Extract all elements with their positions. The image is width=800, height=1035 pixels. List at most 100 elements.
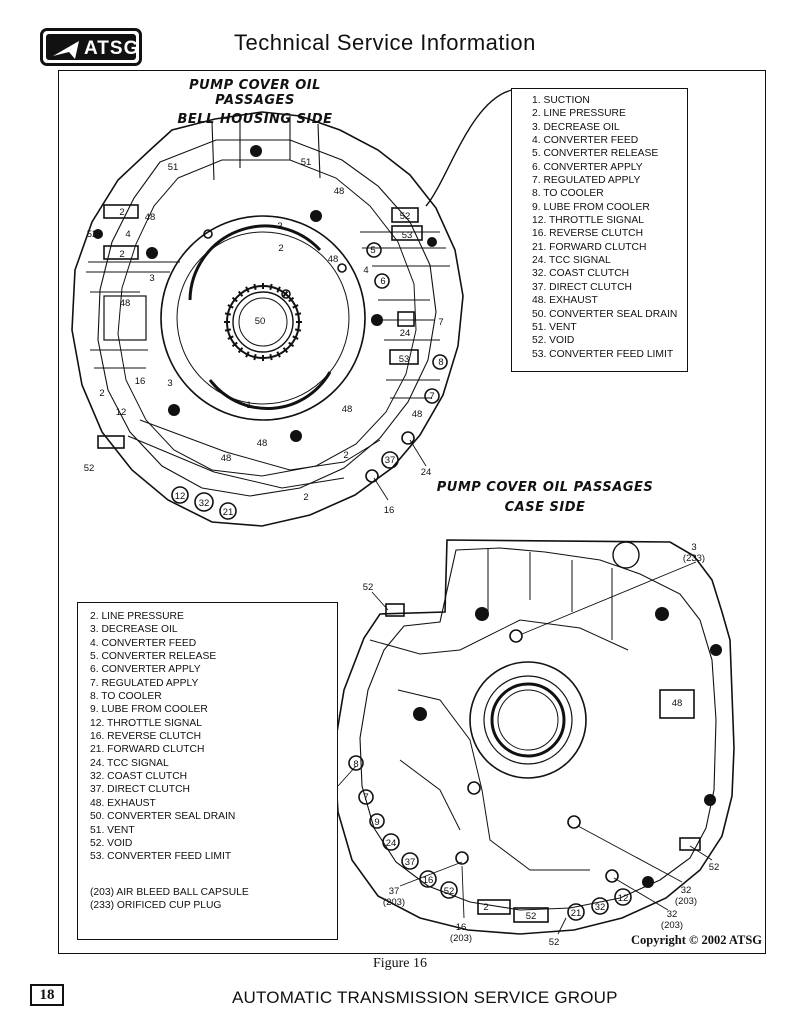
legend-item: 51. VENT	[90, 824, 135, 836]
legend-item: 24. TCC SIGNAL	[532, 255, 611, 267]
legend-item: 53. CONVERTER FEED LIMIT	[532, 348, 674, 360]
callout-label: 1	[246, 400, 251, 411]
legend-item: (203) AIR BLEED BALL CAPSULE	[90, 886, 249, 898]
legend-item: 4. CONVERTER FEED	[532, 135, 639, 147]
legend-item: 1. SUCTION	[532, 95, 590, 106]
callout-label: 52	[549, 937, 560, 948]
copyright: Copyright © 2002 ATSG	[631, 933, 762, 947]
callout-label: 3	[149, 273, 154, 284]
callout-label: 21	[223, 507, 234, 518]
callout-label: 12	[618, 893, 629, 904]
legend-item: 8. TO COOLER	[532, 188, 604, 200]
callout-label: 2	[119, 207, 124, 218]
callout-label: 48	[412, 409, 423, 420]
legend-item: 9. LUBE FROM COOLER	[90, 704, 208, 716]
legend-item: 6. CONVERTER APPLY	[532, 161, 643, 173]
callout-label: (203)	[661, 920, 683, 931]
legend-item: 2. LINE PRESSURE	[532, 108, 626, 120]
callout-label: 24	[400, 328, 411, 339]
callout-label: 16	[423, 875, 434, 886]
callout-label: 7	[429, 391, 434, 402]
legend-item: 6. CONVERTER APPLY	[90, 664, 201, 676]
top-view-heading: PUMP COVER OIL PASSAGES BELL HOUSING SID…	[150, 78, 360, 127]
callout-label: 8	[353, 759, 358, 770]
callout-label: 2	[343, 450, 348, 461]
legend-item: 2. LINE PRESSURE	[90, 611, 184, 622]
legend-item: 21. FORWARD CLUTCH	[90, 744, 205, 756]
bottom-view-heading: PUMP COVER OIL PASSAGES CASE SIDE	[436, 480, 654, 515]
callout-label: 5	[370, 245, 375, 256]
legend-item: 16. REVERSE CLUTCH	[532, 228, 644, 240]
legend-item: 3. DECREASE OIL	[90, 624, 178, 636]
bottom-view-labels: 3(233)5248852792437521637(203)5232(203)1…	[324, 542, 720, 948]
callout-label: 52	[400, 211, 411, 222]
legend-item: 32. COAST CLUTCH	[532, 268, 630, 280]
callout-label: 53	[402, 230, 413, 241]
figure-caption: Figure 16	[372, 956, 428, 971]
callout-label: 2	[119, 249, 124, 260]
callout-label: 7	[438, 317, 443, 328]
callout-label: 12	[175, 491, 186, 502]
callout-label: (203)	[675, 896, 697, 907]
callout-label: 32	[595, 902, 606, 913]
legend-item: 37. DIRECT CLUTCH	[90, 784, 190, 796]
callout-label: 2	[303, 492, 308, 503]
callout-label: 16	[456, 922, 467, 933]
callout-label: (203)	[450, 933, 472, 944]
legend-item: 48. EXHAUST	[90, 797, 156, 809]
callout-label: 53	[399, 354, 410, 365]
callout-label: 3	[691, 542, 696, 553]
callout-label: 48	[334, 186, 345, 197]
callout-label: (233)	[683, 553, 705, 564]
callout-label: 32	[199, 498, 210, 509]
top-heading-line2: BELL HOUSING SIDE	[177, 112, 333, 127]
callout-label: 21	[571, 908, 582, 919]
callout-label: 50	[255, 316, 266, 327]
callout-label: 37	[405, 857, 416, 868]
callout-label: 48	[328, 254, 339, 265]
legend-item: 16. REVERSE CLUTCH	[90, 731, 202, 743]
arrow-logo-icon	[53, 41, 79, 59]
legend-item: 8. TO COOLER	[90, 691, 162, 703]
legend-item: 50. CONVERTER SEAL DRAIN	[532, 308, 678, 320]
legend-item: 32. COAST CLUTCH	[90, 771, 188, 783]
bell-housing-outline	[71, 111, 464, 527]
callout-label: 7	[363, 792, 368, 803]
case-side-outline	[333, 539, 735, 935]
callout-label: 3	[167, 378, 172, 389]
callout-label: 48	[672, 698, 683, 709]
legend-item: 7. REGULATED APPLY	[532, 175, 641, 187]
figure-frame	[58, 70, 766, 954]
legend-item: 50. CONVERTER SEAL DRAIN	[90, 811, 236, 823]
callout-label: 52	[526, 911, 537, 922]
callout-label: 2	[483, 902, 488, 913]
legend-item: 24. TCC SIGNAL	[90, 757, 169, 769]
callout-label: 12	[116, 407, 127, 418]
callout-label: 48	[120, 298, 131, 309]
page-number: 18	[30, 984, 64, 1006]
callout-label: 9	[374, 817, 379, 828]
legend-item: 48. EXHAUST	[532, 295, 598, 307]
legend-item: 7. REGULATED APPLY	[90, 677, 199, 689]
callout-label: (203)	[383, 897, 405, 908]
legend-item: 52. VOID	[532, 335, 575, 347]
atsg-logo: ATSG	[40, 28, 142, 66]
legend-item: 5. CONVERTER RELEASE	[532, 148, 659, 160]
callout-label: 52	[709, 862, 720, 873]
legend-item: 53. CONVERTER FEED LIMIT	[90, 851, 232, 863]
callout-label: 4	[125, 229, 130, 240]
callout-label: 2	[278, 243, 283, 254]
bottom-heading-line2: CASE SIDE	[504, 500, 586, 515]
legend-item: 51. VENT	[532, 321, 577, 333]
legend-item: (233) ORIFICED CUP PLUG	[90, 899, 222, 911]
legend-item: 21. FORWARD CLUTCH	[532, 241, 647, 253]
legend-item: 3. DECREASE OIL	[532, 121, 620, 133]
legend-item: 5. CONVERTER RELEASE	[90, 651, 217, 663]
page-title: Technical Service Information	[234, 30, 536, 55]
legend-item: 12. THROTTLE SIGNAL	[90, 717, 202, 729]
callout-label: 24	[421, 467, 432, 478]
footer-text: AUTOMATIC TRANSMISSION SERVICE GROUP	[232, 988, 618, 1007]
